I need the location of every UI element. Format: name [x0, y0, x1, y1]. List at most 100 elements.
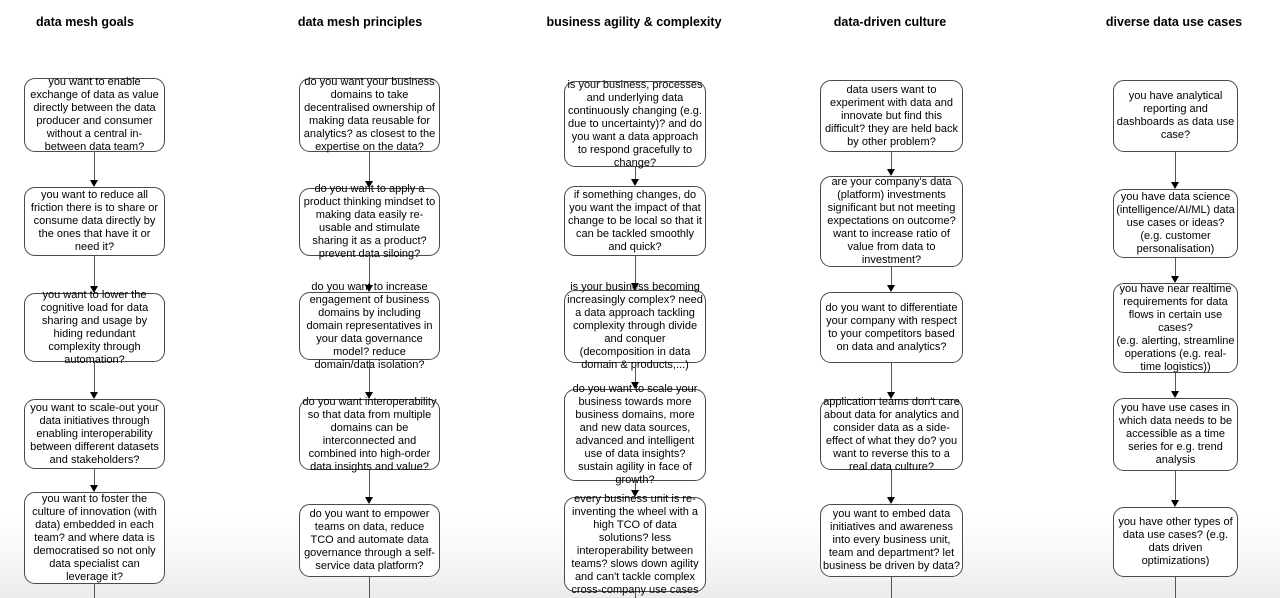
node-text: do you want to increase engagement of bu…: [306, 280, 433, 371]
flow-node-usecases-2[interactable]: you have data science (intelligence/AI/M…: [1113, 189, 1238, 258]
column-header-data-mesh-principles: data mesh principles: [297, 15, 423, 29]
node-text: do you want to differentiate your compan…: [825, 301, 958, 353]
column-header-data-driven-culture: data-driven culture: [833, 15, 947, 29]
arrowhead-icon: [631, 490, 639, 497]
arrowhead-icon: [365, 285, 373, 292]
column-header-diverse-data-use-cases: diverse data use cases: [1105, 15, 1243, 29]
flow-node-goals-5[interactable]: you want to foster the culture of innova…: [24, 492, 165, 584]
connector-arrow: [364, 152, 374, 188]
flow-node-principles-2[interactable]: do you want to apply a product thinking …: [299, 183, 440, 260]
column-header-business-agility-complexity: business agility & complexity: [546, 15, 722, 29]
node-text: you want to foster the culture of innova…: [32, 492, 157, 583]
connector-arrow: [364, 470, 374, 504]
connector-line: [1175, 577, 1176, 598]
node-text: do you want interoperability so that dat…: [302, 395, 437, 473]
connector-arrow: [1170, 258, 1180, 283]
column-header-data-mesh-goals: data mesh goals: [36, 15, 134, 29]
flow-node-usecases-4[interactable]: you have use cases in which data needs t…: [1113, 398, 1238, 471]
connector-line: [94, 584, 95, 598]
connector-arrow: [89, 469, 99, 492]
arrowhead-icon: [90, 485, 98, 492]
arrowhead-icon: [1171, 500, 1179, 507]
flow-node-culture-2[interactable]: are your company's data (platform) inves…: [820, 176, 963, 267]
arrowhead-icon: [631, 283, 639, 290]
arrowhead-icon: [1171, 391, 1179, 398]
node-text: do you want to apply a product thinking …: [303, 183, 436, 260]
arrowhead-icon: [887, 285, 895, 292]
arrowhead-icon: [365, 392, 373, 399]
flow-node-goals-4[interactable]: you want to scale-out your data initiati…: [24, 399, 165, 469]
flow-node-principles-5[interactable]: do you want to empower teams on data, re…: [299, 504, 440, 577]
connector-arrow: [886, 363, 896, 399]
connector-line: [891, 577, 892, 598]
node-text: you want to embed data initiatives and a…: [823, 508, 960, 572]
arrowhead-icon: [90, 180, 98, 187]
node-text: is your business, processes and underlyi…: [567, 78, 703, 169]
flow-node-principles-3[interactable]: do you want to increase engagement of bu…: [299, 281, 440, 371]
connector-arrow: [1170, 373, 1180, 398]
connector-arrow: [364, 360, 374, 399]
node-text: you want to lower the cognitive load for…: [40, 288, 149, 366]
arrowhead-icon: [887, 169, 895, 176]
connector-arrow: [630, 167, 640, 186]
flow-node-goals-1[interactable]: you want to enable exchange of data as v…: [24, 76, 165, 153]
flow-node-usecases-3[interactable]: you have near realtime requirements for …: [1113, 283, 1238, 373]
connector-arrow: [630, 481, 640, 497]
node-text: you want to enable exchange of data as v…: [30, 76, 159, 153]
flow-node-culture-3[interactable]: do you want to differentiate your compan…: [820, 292, 963, 363]
connector-arrow: [630, 363, 640, 389]
arrowhead-icon: [90, 286, 98, 293]
node-text: do you want to scale your business towar…: [572, 383, 698, 486]
connector-arrow: [364, 256, 374, 292]
node-text: are your company's data (platform) inves…: [827, 176, 956, 266]
node-text: you have analytical reporting and dashbo…: [1116, 90, 1235, 141]
arrowhead-icon: [365, 497, 373, 504]
arrowhead-icon: [887, 497, 895, 504]
node-text: do you want to empower teams on data, re…: [304, 508, 435, 572]
flow-node-agility-2[interactable]: if something changes, do you want the im…: [564, 186, 706, 256]
node-text: you have other types of data use cases? …: [1118, 516, 1233, 567]
connector-arrow: [886, 267, 896, 292]
flow-node-usecases-1[interactable]: you have analytical reporting and dashbo…: [1113, 80, 1238, 152]
flow-node-agility-1[interactable]: is your business, processes and underlyi…: [564, 78, 706, 169]
flow-node-culture-1[interactable]: data users want to experiment with data …: [820, 80, 963, 152]
node-text: you have near realtime requirements for …: [1116, 282, 1235, 373]
flow-node-principles-4[interactable]: do you want interoperability so that dat…: [299, 396, 440, 473]
connector-arrow: [886, 470, 896, 504]
node-text: if something changes, do you want the im…: [568, 188, 702, 253]
arrowhead-icon: [887, 392, 895, 399]
connector-arrow: [886, 152, 896, 176]
arrowhead-icon: [1171, 276, 1179, 283]
connector-arrow: [89, 152, 99, 187]
flow-node-goals-2[interactable]: you want to reduce all friction there is…: [24, 187, 165, 256]
arrowhead-icon: [631, 382, 639, 389]
node-text: do you want your business domains to tak…: [303, 76, 436, 153]
node-text: is your business becoming increasingly c…: [567, 281, 703, 371]
node-text: you want to scale-out your data initiati…: [30, 401, 159, 466]
flow-node-culture-4[interactable]: application teams don't care about data …: [820, 396, 963, 473]
node-text: data users want to experiment with data …: [824, 83, 959, 148]
connector-line: [369, 577, 370, 598]
flow-node-principles-1[interactable]: do you want your business domains to tak…: [299, 76, 440, 153]
node-text: application teams don't care about data …: [823, 395, 960, 473]
connector-arrow: [89, 256, 99, 293]
connector-line: [635, 592, 636, 598]
connector-arrow: [1170, 471, 1180, 507]
flow-node-culture-5[interactable]: you want to embed data initiatives and a…: [820, 504, 963, 577]
node-text: every business unit is re-inventing the …: [571, 492, 699, 596]
connector-arrow: [630, 256, 640, 290]
flow-node-agility-3[interactable]: is your business becoming increasingly c…: [564, 281, 706, 371]
arrowhead-icon: [631, 179, 639, 186]
connector-arrow: [1170, 152, 1180, 189]
node-text: you have data science (intelligence/AI/M…: [1116, 191, 1235, 255]
flow-node-agility-4[interactable]: do you want to scale your business towar…: [564, 383, 706, 486]
arrowhead-icon: [365, 181, 373, 188]
node-text: you want to reduce all friction there is…: [30, 189, 159, 253]
flow-node-usecases-5[interactable]: you have other types of data use cases? …: [1113, 507, 1238, 577]
flow-node-agility-5[interactable]: every business unit is re-inventing the …: [564, 493, 706, 596]
arrowhead-icon: [1171, 182, 1179, 189]
connector-arrow: [89, 362, 99, 399]
node-text: you have use cases in which data needs t…: [1118, 402, 1233, 466]
flow-node-goals-3[interactable]: you want to lower the cognitive load for…: [24, 289, 165, 366]
